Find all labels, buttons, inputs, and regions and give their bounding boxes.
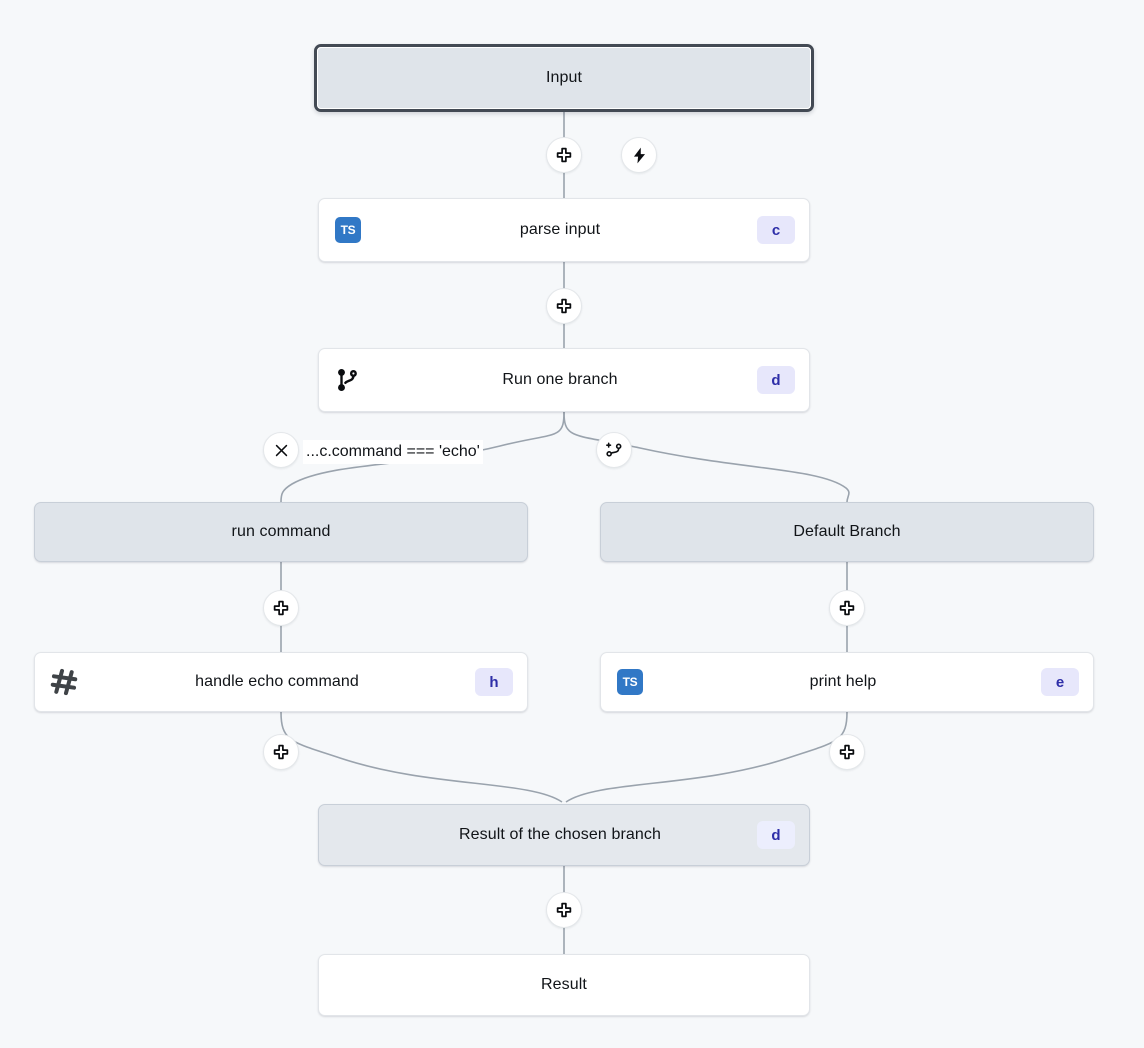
typescript-icon-text: TS xyxy=(335,217,361,243)
delete-branch-button[interactable] xyxy=(263,432,299,468)
node-handle-echo-command-label: handle echo command xyxy=(195,673,359,691)
bash-hash-icon xyxy=(49,667,79,697)
add-step-button-right-branch[interactable] xyxy=(829,590,865,626)
add-step-button-after-handle-echo[interactable] xyxy=(263,734,299,770)
plus-icon xyxy=(556,902,572,918)
add-step-button-left-branch[interactable] xyxy=(263,590,299,626)
node-parse-input-label: parse input xyxy=(519,221,601,239)
plus-icon xyxy=(839,744,855,760)
node-branch-result-badge[interactable]: d xyxy=(757,821,795,849)
add-step-button-after-print-help[interactable] xyxy=(829,734,865,770)
node-run-command[interactable]: run command xyxy=(34,502,528,562)
node-result-label: Result xyxy=(541,976,587,994)
add-branch-button[interactable] xyxy=(596,432,632,468)
git-branch-icon xyxy=(333,365,363,395)
plus-icon xyxy=(556,298,572,314)
node-handle-echo-command-badge[interactable]: h xyxy=(475,668,513,696)
node-handle-echo-command[interactable]: handle echo command h xyxy=(34,652,528,712)
add-trigger-button[interactable] xyxy=(621,137,657,173)
node-input-label: Input xyxy=(545,69,583,87)
node-result[interactable]: Result xyxy=(318,954,810,1016)
node-print-help-label: print help xyxy=(809,673,877,691)
node-input-spacer xyxy=(331,78,365,79)
typescript-icon: TS xyxy=(615,667,645,697)
node-default-branch[interactable]: Default Branch xyxy=(600,502,1094,562)
typescript-icon-text: TS xyxy=(617,669,643,695)
node-result-spacer-right xyxy=(761,985,795,986)
node-branch-result[interactable]: Result of the chosen branch d xyxy=(318,804,810,866)
add-step-button-input-to-parse[interactable] xyxy=(546,137,582,173)
close-icon xyxy=(275,444,287,456)
lightning-bolt-icon xyxy=(633,147,645,163)
add-step-button-before-result[interactable] xyxy=(546,892,582,928)
plus-icon xyxy=(273,600,289,616)
node-branch-result-spacer xyxy=(333,835,367,836)
node-input-spacer-right xyxy=(763,78,797,79)
plus-icon xyxy=(556,147,572,163)
git-branch-plus-icon xyxy=(606,442,622,457)
node-print-help[interactable]: TS print help e xyxy=(600,652,1094,712)
add-step-button-parse-to-branch[interactable] xyxy=(546,288,582,324)
edge-printhelp-to-result xyxy=(565,711,848,803)
node-run-command-label: run command xyxy=(231,523,331,541)
node-run-one-branch[interactable]: Run one branch d xyxy=(318,348,810,412)
plus-icon xyxy=(273,744,289,760)
node-result-spacer xyxy=(333,985,367,986)
node-input[interactable]: Input xyxy=(314,44,814,112)
node-default-branch-label: Default Branch xyxy=(793,523,901,541)
node-parse-input[interactable]: TS parse input c xyxy=(318,198,810,262)
plus-icon xyxy=(839,600,855,616)
branch-condition-label[interactable]: ...c.command === 'echo' xyxy=(303,440,483,464)
node-run-one-branch-label: Run one branch xyxy=(502,371,618,389)
typescript-icon: TS xyxy=(333,215,363,245)
node-parse-input-badge[interactable]: c xyxy=(757,216,795,244)
node-run-one-branch-badge[interactable]: d xyxy=(757,366,795,394)
edge-handleecho-to-result xyxy=(280,711,563,803)
node-branch-result-label: Result of the chosen branch xyxy=(459,826,661,844)
node-print-help-badge[interactable]: e xyxy=(1041,668,1079,696)
